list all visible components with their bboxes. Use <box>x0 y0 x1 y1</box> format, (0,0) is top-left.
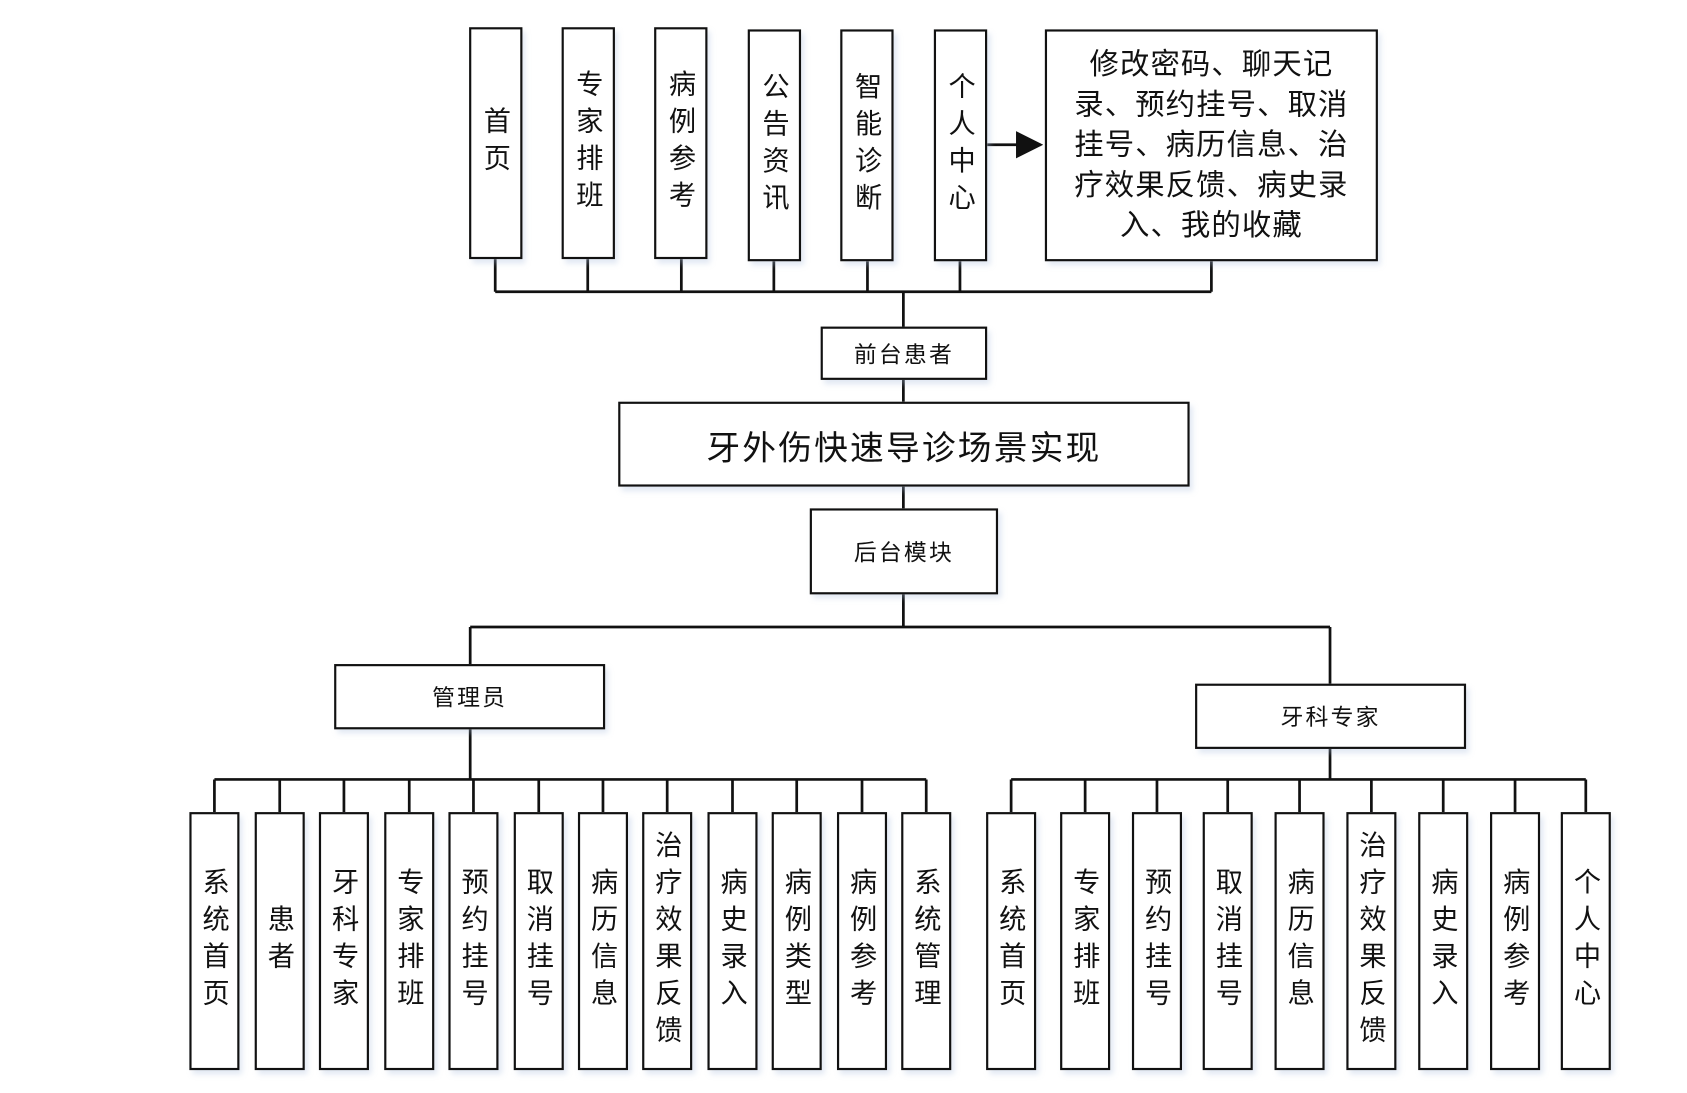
expert-box: 牙科专家 <box>1195 683 1467 749</box>
expert-module-label: 取消挂号 <box>1211 867 1244 1016</box>
admin-module-box: 患者 <box>254 812 305 1071</box>
admin-module-label: 专家排班 <box>393 867 426 1016</box>
admin-module-label: 患者 <box>263 904 296 979</box>
frontend-module-box: 首页 <box>469 27 523 260</box>
admin-module-box: 治疗效果反馈 <box>642 812 693 1071</box>
expert-module-label: 系统首页 <box>995 867 1027 1016</box>
expert-module-box: 取消挂号 <box>1202 812 1253 1071</box>
expert-module-label: 预约挂号 <box>1141 867 1173 1016</box>
backend-label: 后台模块 <box>853 539 954 566</box>
expert-module-box: 预约挂号 <box>1131 812 1183 1071</box>
title-box: 牙外伤快速导诊场景实现 <box>618 401 1190 487</box>
admin-module-label: 治疗效果反馈 <box>651 830 683 1053</box>
admin-module-box: 病例参考 <box>836 812 888 1071</box>
admin-module-label: 取消挂号 <box>522 867 555 1016</box>
admin-module-label: 预约挂号 <box>457 867 490 1016</box>
expert-module-label: 病例参考 <box>1499 867 1531 1016</box>
expert-module-box: 专家排班 <box>1060 812 1111 1071</box>
admin-module-box: 病史录入 <box>707 812 758 1071</box>
expert-module-box: 病例参考 <box>1490 812 1541 1071</box>
frontend-module-box: 公告资讯 <box>747 29 802 262</box>
admin-module-box: 病历信息 <box>577 812 629 1071</box>
admin-module-label: 病史录入 <box>716 867 749 1016</box>
expert-module-box: 治疗效果反馈 <box>1346 812 1397 1071</box>
frontend-patient-box: 前台患者 <box>820 326 988 380</box>
admin-module-label: 系统管理 <box>910 867 943 1016</box>
expert-module-label: 病历信息 <box>1283 867 1316 1016</box>
diagram-title: 牙外伤快速导诊场景实现 <box>706 428 1102 468</box>
expert-module-label: 个人中心 <box>1570 867 1602 1016</box>
admin-module-box: 系统首页 <box>189 812 240 1071</box>
expert-module-label: 病史录入 <box>1427 867 1460 1016</box>
expert-module-box: 系统首页 <box>986 812 1037 1071</box>
frontend-module-label: 个人中心 <box>944 71 977 220</box>
admin-module-box: 预约挂号 <box>448 812 499 1071</box>
admin-label: 管理员 <box>432 684 508 711</box>
expert-module-box: 个人中心 <box>1560 812 1611 1071</box>
expert-label: 牙科专家 <box>1280 704 1381 731</box>
frontend-module-label: 专家排班 <box>572 69 605 218</box>
admin-module-box: 取消挂号 <box>513 812 564 1071</box>
admin-module-label: 病历信息 <box>587 867 619 1016</box>
frontend-module-label: 智能诊断 <box>851 71 883 220</box>
expert-module-box: 病史录入 <box>1418 812 1469 1071</box>
admin-box: 管理员 <box>334 664 606 730</box>
expert-module-box: 病历信息 <box>1274 812 1325 1071</box>
admin-module-label: 病例类型 <box>780 867 813 1016</box>
expert-module-label: 治疗效果反馈 <box>1355 830 1388 1053</box>
frontend-module-label: 公告资讯 <box>758 71 791 220</box>
admin-module-box: 牙科专家 <box>318 812 369 1071</box>
admin-module-label: 牙科专家 <box>328 867 360 1016</box>
admin-module-box: 病例类型 <box>771 812 822 1071</box>
personal-center-detail-text: 修改密码、聊天记录、预约挂号、取消挂号、病历信息、治疗效果反馈、病史录入、我的收… <box>1074 47 1349 243</box>
frontend-module-label: 病例参考 <box>665 69 697 218</box>
frontend-module-box: 智能诊断 <box>840 29 894 262</box>
backend-module-box: 后台模块 <box>809 508 999 595</box>
frontend-module-label: 首页 <box>479 106 512 181</box>
frontend-module-box: 病例参考 <box>654 27 708 260</box>
admin-module-box: 系统管理 <box>901 812 952 1071</box>
frontend-label: 前台患者 <box>853 341 954 368</box>
frontend-module-box: 专家排班 <box>561 27 615 260</box>
personal-center-detail-box: 修改密码、聊天记录、预约挂号、取消挂号、病历信息、治疗效果反馈、病史录入、我的收… <box>1044 29 1378 262</box>
admin-module-label: 病例参考 <box>846 867 878 1016</box>
frontend-module-box: 个人中心 <box>933 29 988 262</box>
admin-module-box: 专家排班 <box>384 812 435 1071</box>
expert-module-label: 专家排班 <box>1069 867 1101 1016</box>
admin-module-label: 系统首页 <box>198 867 231 1016</box>
